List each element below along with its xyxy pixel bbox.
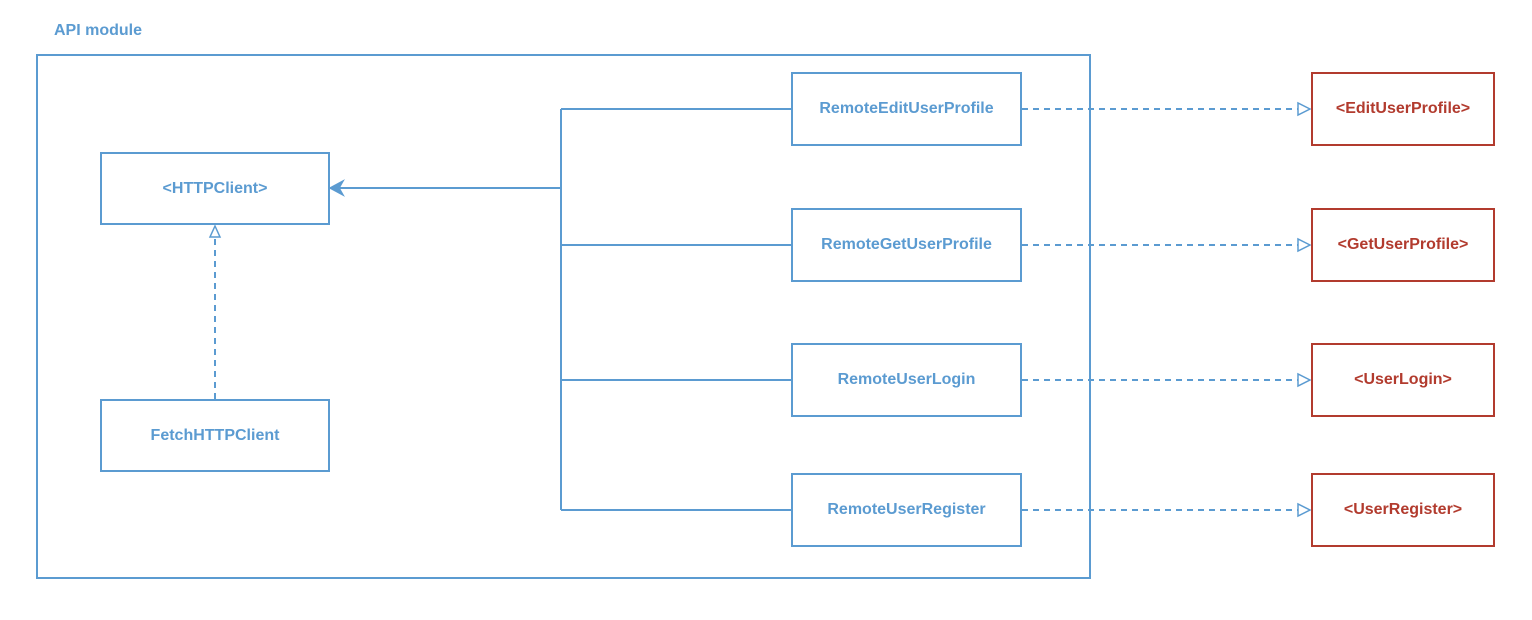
remote-get-user-profile-node[interactable]: RemoteGetUserProfile [791,208,1022,282]
httpclient-arrowhead [328,179,345,197]
fetch-httpclient-label: FetchHTTPClient [150,426,280,444]
user-register-node[interactable]: <UserRegister> [1311,473,1495,547]
httpclient-node[interactable]: <HTTPClient> [100,152,330,225]
remote-edit-user-profile-label: RemoteEditUserProfile [819,100,994,117]
httpclient-label: <HTTPClient> [162,179,268,197]
remote-user-register-label: RemoteUserRegister [827,501,986,518]
edit-profile-realizes-arrowhead [1297,101,1312,117]
user-login-label: <UserLogin> [1354,371,1452,388]
user-login-node[interactable]: <UserLogin> [1311,343,1495,417]
remote-edit-user-profile-node[interactable]: RemoteEditUserProfile [791,72,1022,146]
fetch-httpclient-node[interactable]: FetchHTTPClient [100,399,330,472]
edit-user-profile-node[interactable]: <EditUserProfile> [1311,72,1495,146]
login-realizes-arrowhead [1297,372,1312,388]
get-profile-realizes-arrowhead [1297,237,1312,253]
api-module-title: API module [54,22,143,39]
remote-user-register-node[interactable]: RemoteUserRegister [791,473,1022,547]
get-user-profile-node[interactable]: <GetUserProfile> [1311,208,1495,282]
remote-user-login-label: RemoteUserLogin [837,371,976,388]
user-register-label: <UserRegister> [1343,501,1463,518]
api-module-container [36,54,1091,579]
get-user-profile-label: <GetUserProfile> [1337,236,1469,253]
register-realizes-arrowhead [1297,502,1312,518]
edit-user-profile-label: <EditUserProfile> [1335,100,1471,117]
fetch-implements-arrowhead [208,224,222,238]
remote-get-user-profile-label: RemoteGetUserProfile [821,236,992,253]
remote-user-login-node[interactable]: RemoteUserLogin [791,343,1022,417]
